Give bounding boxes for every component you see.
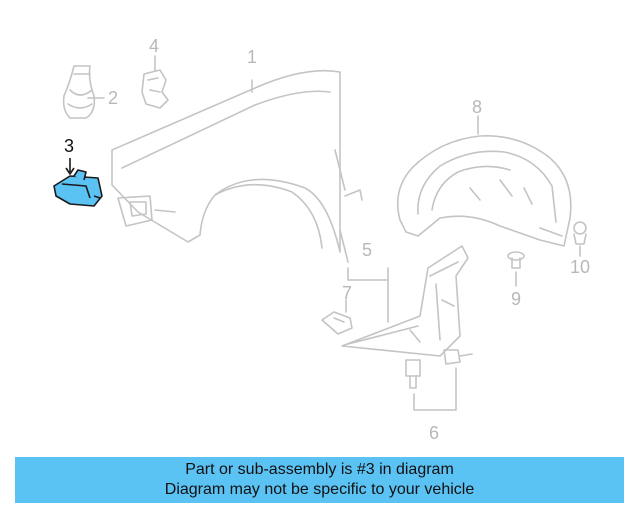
fender-liner-part-8 — [396, 135, 572, 247]
info-banner: Part or sub-assembly is #3 in diagram Di… — [15, 457, 624, 503]
callout-3: 3 — [64, 136, 75, 156]
callout-1: 1 — [247, 47, 258, 67]
callout-2: 2 — [108, 88, 119, 108]
banner-line-2: Diagram may not be specific to your vehi… — [164, 481, 475, 498]
clip-part-10 — [573, 221, 587, 245]
callout-9: 9 — [511, 289, 522, 309]
callout-10: 10 — [570, 257, 591, 277]
callout-6: 6 — [429, 423, 440, 443]
parts-diagram — [53, 55, 587, 411]
fender-part-1 — [111, 69, 363, 263]
leader-lines — [87, 55, 581, 411]
nut-part-7 — [321, 311, 353, 335]
splash-shield-part-5 — [341, 245, 469, 357]
bolts-part-6 — [405, 349, 473, 389]
callout-7: 7 — [342, 283, 353, 303]
callout-8: 8 — [472, 97, 483, 117]
bracket-part-4 — [141, 69, 169, 109]
callout-5: 5 — [362, 240, 373, 260]
screw-part-9 — [507, 251, 525, 269]
seal-part-2 — [62, 65, 96, 119]
highlighted-part-3 — [53, 158, 103, 207]
callout-4: 4 — [149, 36, 160, 56]
banner-line-1: Part or sub-assembly is #3 in diagram — [185, 461, 454, 478]
